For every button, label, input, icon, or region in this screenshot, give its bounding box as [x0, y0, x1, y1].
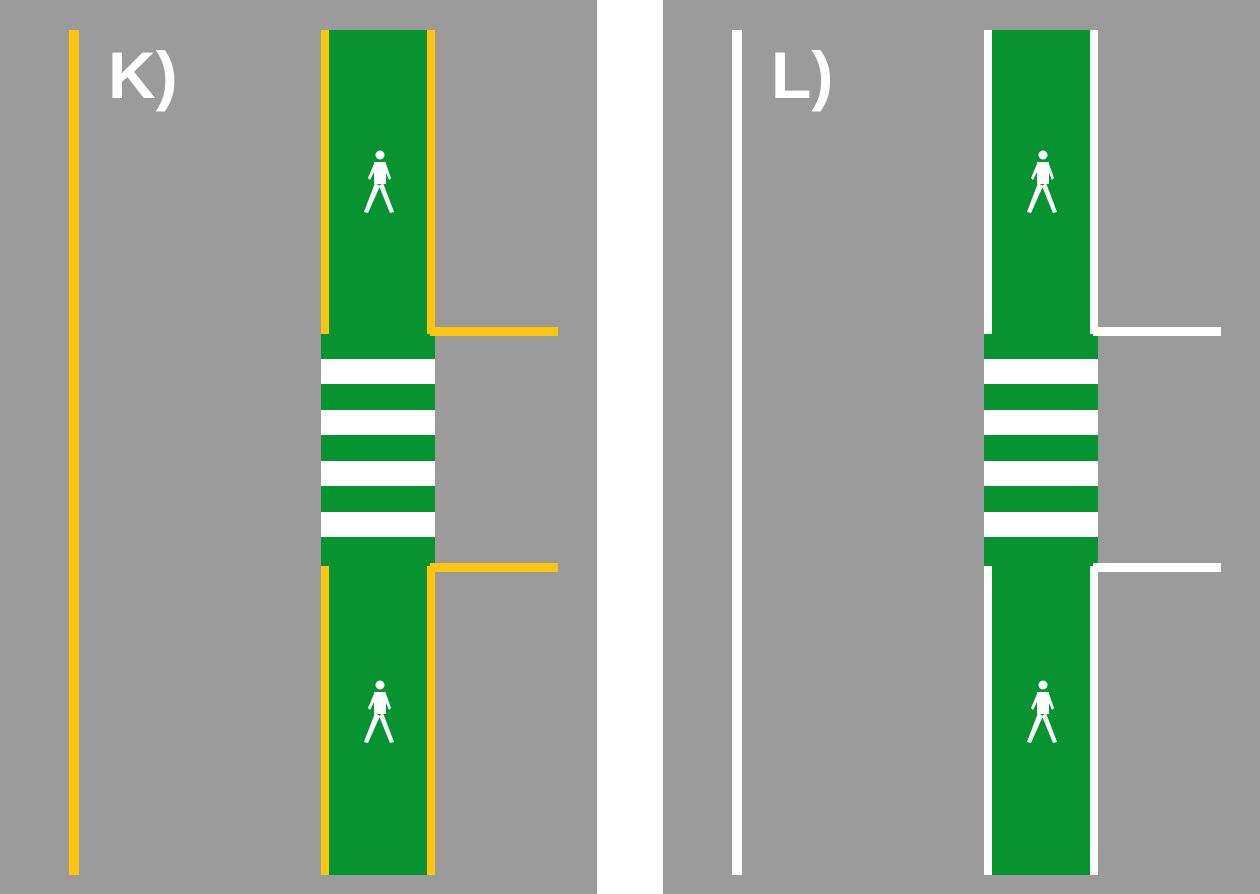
panel-l: L) — [663, 0, 1260, 894]
pedestrian-icon — [1027, 680, 1057, 743]
long-edge-line — [732, 30, 742, 875]
lane-edge-line-left — [321, 30, 329, 334]
green-lane-bottom — [984, 566, 1098, 875]
zebra-stripe — [321, 461, 435, 486]
panel-label: K) — [108, 38, 178, 112]
lane-edge-line-left — [321, 566, 329, 875]
green-lane-top — [321, 30, 435, 334]
crossing-zebra — [984, 334, 1098, 566]
zebra-stripe — [321, 512, 435, 537]
side-line-bottom — [1093, 563, 1221, 572]
lane-edge-line-left — [984, 566, 992, 875]
pedestrian-icon — [364, 680, 394, 743]
green-lane-bottom — [321, 566, 435, 875]
zebra-stripe — [321, 410, 435, 435]
side-line-top — [430, 327, 558, 336]
panel-k: K) — [0, 0, 597, 894]
zebra-stripe — [984, 512, 1098, 537]
lane-edge-line-right — [1090, 30, 1098, 334]
zebra-stripe — [321, 359, 435, 384]
lane-edge-line-right — [427, 30, 435, 334]
lane-edge-line-right — [1090, 566, 1098, 875]
green-lane-top — [984, 30, 1098, 334]
lane-edge-line-left — [984, 30, 992, 334]
side-line-bottom — [430, 563, 558, 572]
pedestrian-icon — [364, 150, 394, 213]
lane-edge-line-right — [427, 566, 435, 875]
zebra-stripe — [984, 461, 1098, 486]
side-line-top — [1093, 327, 1221, 336]
zebra-stripe — [984, 359, 1098, 384]
crossing-zebra — [321, 334, 435, 566]
zebra-stripe — [984, 410, 1098, 435]
long-edge-line — [69, 30, 79, 875]
pedestrian-icon — [1027, 150, 1057, 213]
panel-label: L) — [771, 38, 834, 112]
